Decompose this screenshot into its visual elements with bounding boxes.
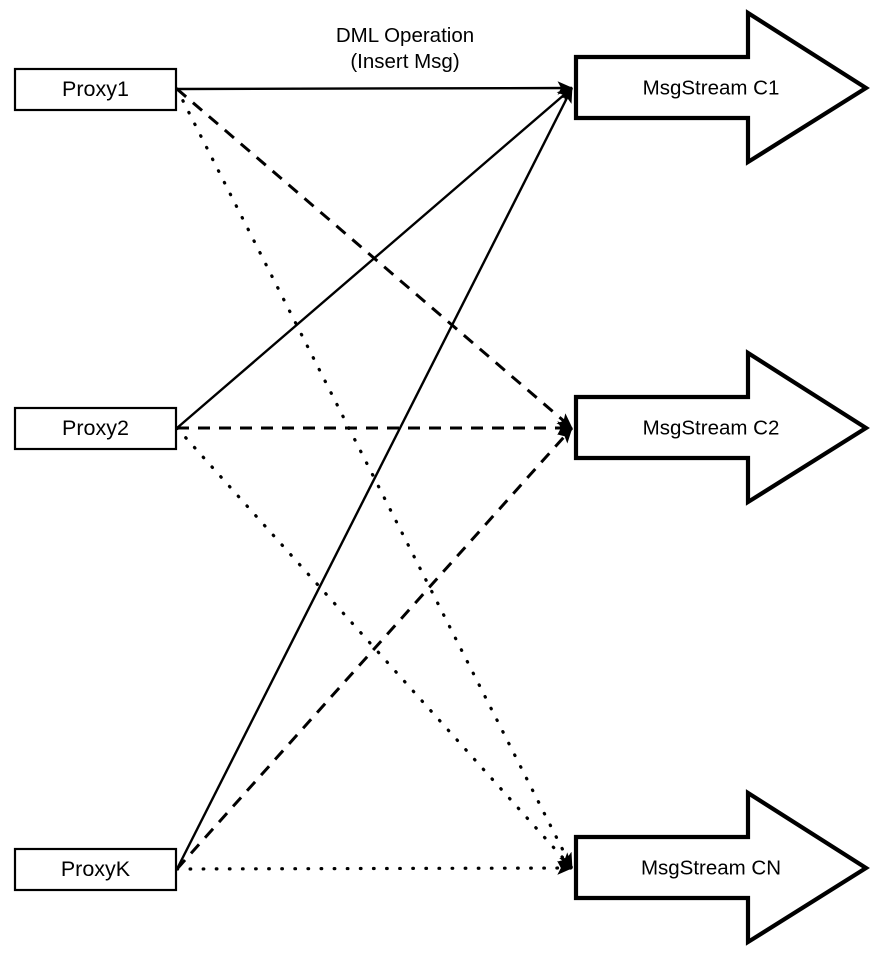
proxy-label-proxy1: Proxy1 — [62, 77, 129, 101]
proxy-node-proxy1[interactable]: Proxy1 — [13, 67, 178, 112]
edge-caption-line-2: (Insert Msg) — [350, 50, 459, 73]
stream-label-c2: MsgStream C2 — [643, 416, 780, 439]
proxy-node-proxyk[interactable]: ProxyK — [13, 847, 178, 892]
stream-node-c2[interactable]: MsgStream C2 — [573, 349, 870, 506]
proxy-label-proxy2: Proxy2 — [62, 416, 129, 440]
edge-layer — [175, 81, 574, 875]
block-arrow-icon-cn[interactable] — [573, 789, 870, 946]
edge-proxyk-to-stream-c2 — [175, 426, 574, 871]
proxy-box-proxyk[interactable] — [13, 847, 178, 892]
stream-label-c1: MsgStream C1 — [643, 76, 780, 99]
stream-node-cn[interactable]: MsgStream CN — [573, 789, 870, 946]
block-arrow-icon-c2[interactable] — [573, 349, 870, 506]
edge-proxy2-to-stream-c1 — [176, 87, 573, 429]
block-arrow-icon-c1[interactable] — [573, 9, 870, 166]
edge-caption: DML Operation (Insert Msg) — [336, 24, 474, 73]
stream-node-c1[interactable]: MsgStream C1 — [573, 9, 870, 166]
proxy-label-proxyk: ProxyK — [61, 857, 131, 881]
proxy-box-proxy1[interactable] — [13, 67, 178, 112]
edge-proxyk-to-stream-c1 — [175, 87, 574, 870]
proxy-node-proxy2[interactable]: Proxy2 — [13, 406, 178, 451]
edge-proxy1-to-stream-c1 — [176, 81, 573, 95]
edge-proxyk-to-stream-cn — [175, 861, 574, 875]
stream-label-cn: MsgStream CN — [641, 856, 781, 879]
edge-caption-line-1: DML Operation — [336, 24, 474, 47]
edge-proxy1-to-stream-cn — [175, 87, 574, 870]
proxy-box-proxy2[interactable] — [13, 406, 178, 451]
